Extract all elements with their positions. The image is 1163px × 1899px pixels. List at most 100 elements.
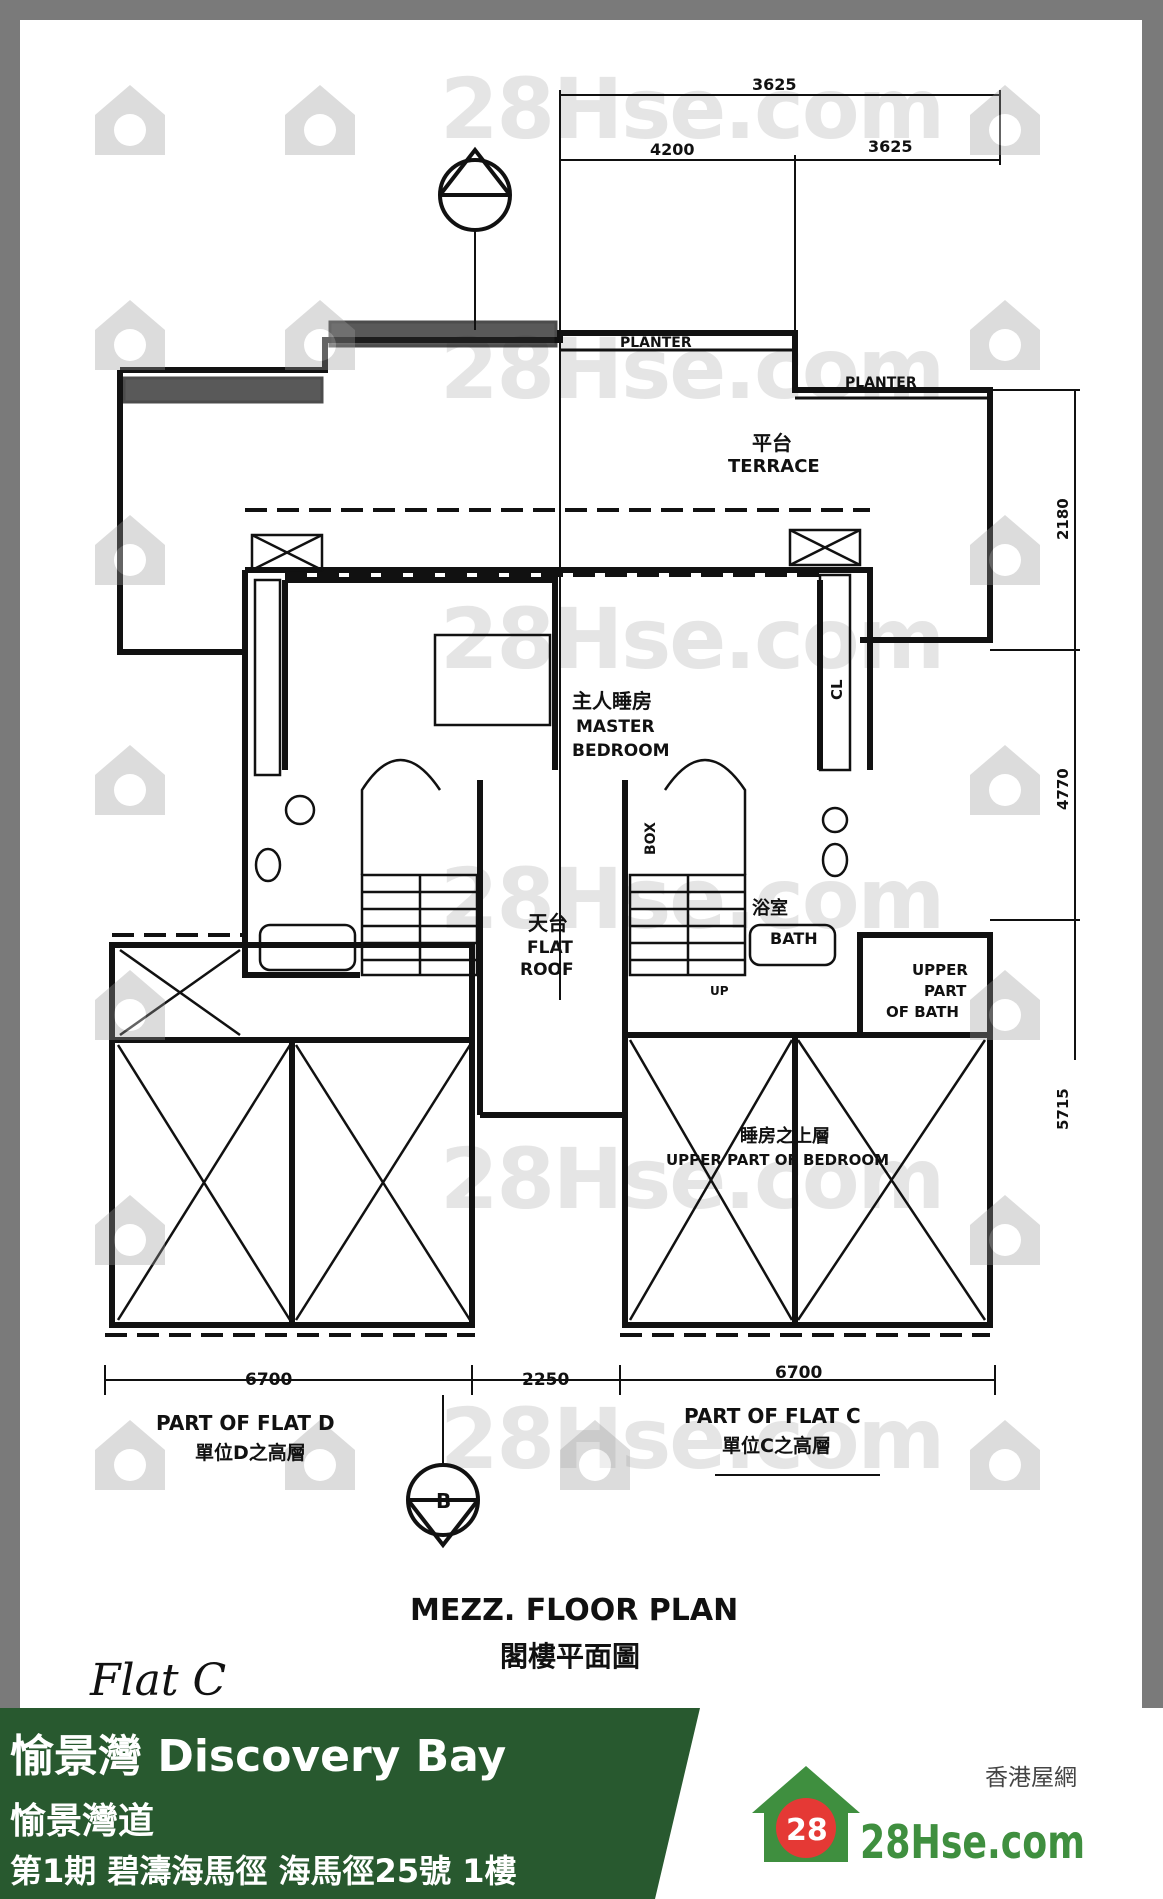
flat-roof-zh-label: 天台 <box>528 911 568 935</box>
x-box-line <box>119 948 241 1037</box>
watermark-badge-icon <box>95 745 165 815</box>
watermark-badge-icon <box>95 1420 165 1490</box>
flat-d-zh-label: 單位D之高層 <box>195 1441 306 1464</box>
upper-bath-box <box>857 932 993 1038</box>
box-label: BOX <box>643 822 659 855</box>
dim-bottom-right: 6700 <box>775 1363 822 1383</box>
watermark-badge-icon <box>970 85 1040 155</box>
x-box-line <box>789 528 861 567</box>
house-logo-icon: 28 <box>752 1766 860 1862</box>
basin <box>821 806 849 834</box>
road-name: 愉景灣道 <box>10 1801 155 1842</box>
basin <box>284 794 316 826</box>
address-line: 第1期 碧濤海馬徑 海馬徑25號 1樓 <box>10 1852 517 1890</box>
watermark-badge-icon <box>285 85 355 155</box>
bath-en-label: BATH <box>770 929 818 948</box>
brand-chinese-name: 香港屋網 <box>985 1765 1077 1791</box>
upper-bed-en-label: UPPER PART OF BEDROOM <box>666 1151 889 1169</box>
section-marker-top-pointer <box>438 146 512 197</box>
toilet <box>254 847 282 883</box>
bath-zh-label: 浴室 <box>752 897 788 919</box>
section-marker-label: B <box>436 1489 451 1513</box>
upper-bath-label-2: PART <box>924 982 967 1000</box>
upper-bath-label: UPPER <box>912 961 968 979</box>
toilet <box>821 842 849 878</box>
cross-box-top-left <box>250 533 324 572</box>
watermark-badge-icon <box>95 85 165 155</box>
upper-bath-label-3: OF BATH <box>886 1003 959 1021</box>
terrace-left-wall <box>117 370 245 655</box>
watermark-badge-icon <box>970 970 1040 1040</box>
bathtub <box>748 923 837 967</box>
watermark-badge-icon <box>970 300 1040 370</box>
terrace-outline <box>120 330 993 643</box>
footer-address-panel: 愉景灣 Discovery Bay 愉景灣道 第1期 碧濤海馬徑 海馬徑25號 … <box>0 1708 700 1899</box>
terrace-en-label: TERRACE <box>728 456 820 477</box>
listing-footer: 愉景灣 Discovery Bay 愉景灣道 第1期 碧濤海馬徑 海馬徑25號 … <box>0 1708 1163 1899</box>
dim-top-right: 3625 <box>868 137 913 156</box>
x-box-line <box>294 1044 472 1321</box>
dim-top-left: 4200 <box>650 140 695 159</box>
watermark-badge-icon <box>95 300 165 370</box>
x-box-line <box>628 1039 794 1321</box>
watermark-badge-icon <box>970 1420 1040 1490</box>
planter-left-hatch <box>122 376 324 404</box>
master-zh-label: 主人睡房 <box>572 689 652 713</box>
core-left-wall <box>242 570 360 978</box>
watermark-badge-icon <box>285 300 355 370</box>
watermark-badge-icon <box>95 970 165 1040</box>
dim-right-upper: 2180 <box>1054 498 1072 540</box>
flat-c-en-label: PART OF FLAT C <box>684 1404 861 1428</box>
plan-title-en: MEZZ. FLOOR PLAN <box>410 1593 738 1628</box>
door-arc <box>360 758 442 875</box>
flat-d-en-label: PART OF FLAT D <box>156 1411 335 1435</box>
watermark-badge-icon <box>970 745 1040 815</box>
brand-logo[interactable]: 28 28Hse.com <box>748 1758 1098 1878</box>
wardrobe-left <box>253 578 282 777</box>
planter-top-label: PLANTER <box>620 335 692 351</box>
door-arc <box>663 758 747 875</box>
watermark-badge-icon <box>970 1195 1040 1265</box>
dim-bottom-middle: 2250 <box>522 1370 569 1390</box>
master-en-label: MASTER <box>576 717 655 737</box>
watermark-badge-icon <box>970 515 1040 585</box>
watermark-badge-icon <box>95 515 165 585</box>
dim-right-middle: 4770 <box>1054 768 1072 810</box>
bathtub <box>258 923 357 972</box>
handwritten-flat-label: Flat C <box>89 1655 226 1706</box>
bed <box>433 633 552 727</box>
floor-plan-drawing: B 3625 4200 3625 2180 4770 5715 6700 225… <box>89 75 1080 1706</box>
cross-box-top-right <box>788 528 862 567</box>
planter-top-hatch <box>328 320 558 348</box>
estate-name: 愉景灣 Discovery Bay <box>10 1731 507 1782</box>
watermark-badge-icon <box>285 1420 355 1490</box>
logo-badge-text: 28 <box>786 1813 828 1848</box>
section-marker-bottom-pointer <box>406 1498 480 1549</box>
wardrobe <box>818 573 852 772</box>
x-box-line <box>796 1039 987 1321</box>
x-box-line <box>251 533 323 572</box>
dim-top-outer: 3625 <box>752 75 797 94</box>
x-box-line <box>116 1044 292 1321</box>
up-label: UP <box>710 984 729 998</box>
flat-roof-en-label-2: ROOF <box>520 960 574 980</box>
dim-bottom-left: 6700 <box>245 1370 292 1390</box>
master-en-label-2: BEDROOM <box>572 741 670 761</box>
upper-bed-zh-label: 睡房之上層 <box>740 1125 830 1147</box>
planter-right-label: PLANTER <box>845 375 917 391</box>
plan-title-zh: 閣樓平面圖 <box>500 1640 640 1673</box>
logo-wordmark: 28Hse.com <box>860 1815 1085 1869</box>
watermark-badges <box>95 85 1040 1490</box>
terrace-zh-label: 平台 <box>752 431 792 455</box>
floor-plan-paper: 28Hse.com 28Hse.com 28Hse.com 28Hse.com … <box>20 20 1142 1708</box>
cl-label: CL <box>828 679 846 700</box>
watermark-badge-icon <box>560 1420 630 1490</box>
flat-c-zh-label: 單位C之高層 <box>722 1434 831 1457</box>
master-inner-wall <box>285 577 558 770</box>
watermark-badge-icon <box>95 1195 165 1265</box>
dim-right-lower: 5715 <box>1054 1088 1072 1130</box>
master-wall <box>245 567 873 770</box>
flat-roof-en-label: FLAT <box>527 938 573 958</box>
lower-right-block <box>622 1032 993 1328</box>
